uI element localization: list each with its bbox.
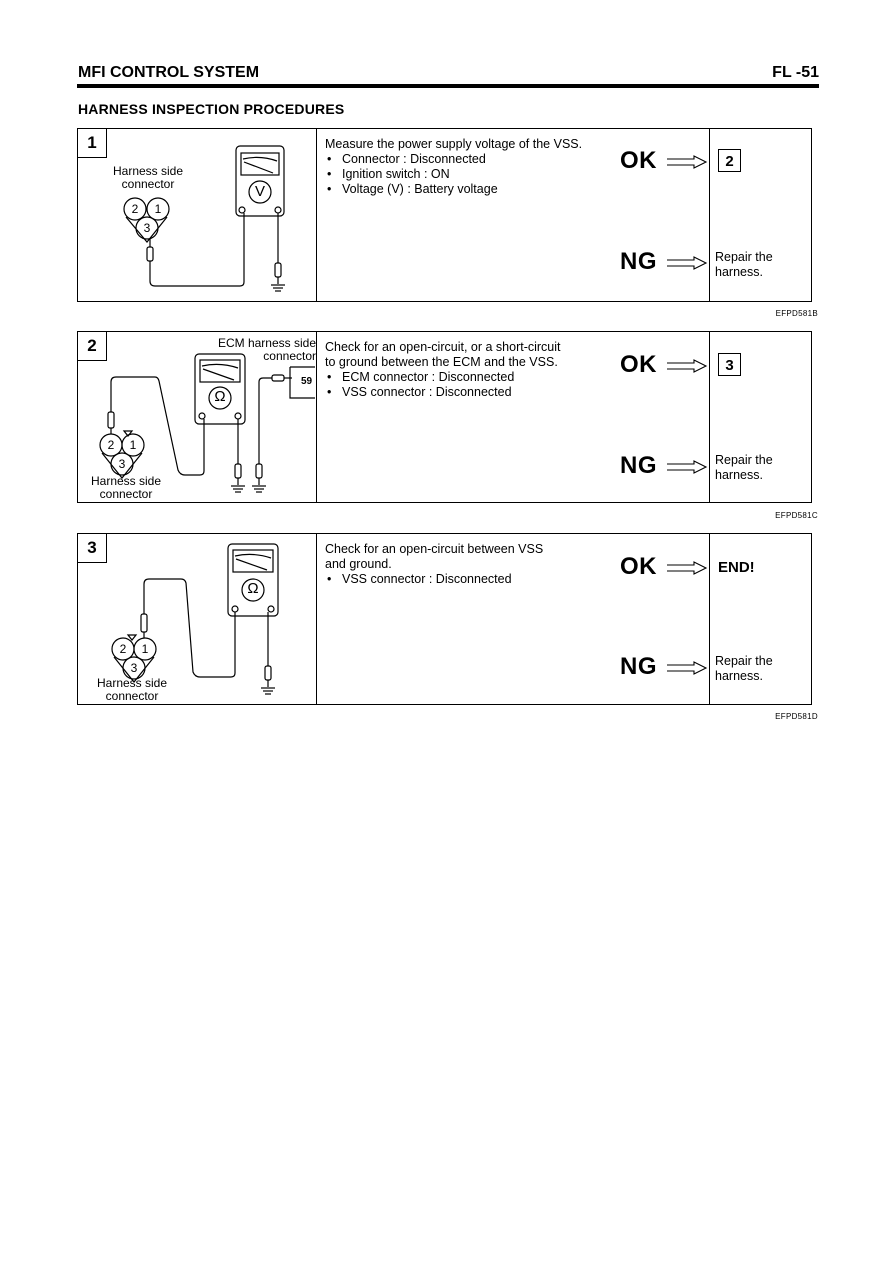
ng-label: NG [620,452,657,479]
step-3-instruction: Check for an open-circuit between VSS an… [325,542,544,571]
ng-arrow-icon [667,460,708,474]
ng-arrow-icon [667,256,708,270]
harness-side-connector-label: Harness side connector [96,676,168,703]
step-3-number: 3 [78,534,107,563]
step-1-diagram: 1 Harness side connector V 2 1 3 [78,129,317,301]
condition-item: ECM connector : Disconnected [325,370,625,385]
condition-item: VSS connector : Disconnected [325,572,625,587]
figure-code: EFPD581B [775,309,818,318]
ecm-pin-59: 59 [301,376,313,387]
connector-pin-2: 2 [119,642,127,656]
ng-label: NG [620,248,657,275]
step-1-box: 1 Harness side connector V 2 1 3 Measure… [77,128,812,302]
ok-label: OK [620,351,657,378]
connector-pin-1: 1 [154,202,162,216]
step-3-box: 3 Ω 2 1 3 Harness side connector Check f… [77,533,812,705]
ng-arrow-icon [667,661,708,675]
step-3-description: Check for an open-circuit between VSS an… [325,542,625,587]
section-title: MFI CONTROL SYSTEM [78,64,260,81]
ok-label: OK [620,553,657,580]
harness-side-connector-label: Harness side connector [112,164,184,191]
condition-item: Connector : Disconnected [325,152,625,167]
step-1-number: 1 [78,129,107,158]
result-divider [709,129,710,301]
step-2-number: 2 [78,332,107,361]
step-2-diagram: 2 ECM harness side connector 59 Ω 2 1 3 … [78,332,317,502]
step-1-description: Measure the power supply voltage of the … [325,137,625,197]
figure-code: EFPD581C [775,511,818,520]
result-divider [709,332,710,502]
repair-harness-text: Repair the harness. [715,654,773,683]
next-step-box: 3 [718,353,741,376]
ng-label: NG [620,653,657,680]
ok-arrow-icon [667,561,708,575]
step-1-instruction: Measure the power supply voltage of the … [325,137,583,151]
step-1-wiring-illustration [123,145,285,292]
connector-pin-3: 3 [143,221,151,235]
step-2-box: 2 ECM harness side connector 59 Ω 2 1 3 … [77,331,812,503]
condition-item: Ignition switch : ON [325,167,625,182]
connector-pin-2: 2 [131,202,139,216]
repair-harness-text: Repair the harness. [715,453,773,482]
page-subtitle: HARNESS INSPECTION PROCEDURES [78,101,345,117]
harness-side-connector-label: Harness side connector [90,474,162,501]
step-2-instruction: Check for an open-circuit, or a short-ci… [325,340,561,369]
step-2-conditions: ECM connector : Disconnected VSS connect… [325,370,625,400]
connector-pin-1: 1 [141,642,149,656]
step-3-conditions: VSS connector : Disconnected [325,572,625,587]
connector-pin-1: 1 [129,438,137,452]
step-3-wiring-illustration [111,543,279,695]
ok-label: OK [620,147,657,174]
connector-pin-2: 2 [107,438,115,452]
condition-item: Voltage (V) : Battery voltage [325,182,625,197]
voltmeter-symbol: V [254,183,265,200]
connector-pin-3: 3 [130,661,138,675]
condition-item: VSS connector : Disconnected [325,385,625,400]
connector-pin-3: 3 [118,457,126,471]
figure-code: EFPD581D [775,712,818,721]
voltmeter-symbol: Ω [214,388,226,405]
next-step-box: 2 [718,149,741,172]
result-divider [709,534,710,704]
step-3-diagram: 3 Ω 2 1 3 Harness side connector [78,534,317,704]
ok-arrow-icon [667,359,708,373]
end-label: END! [718,559,755,576]
header-rule [77,84,819,88]
ecm-connector-label: ECM harness side connector [217,336,316,363]
ok-arrow-icon [667,155,708,169]
step-2-description: Check for an open-circuit, or a short-ci… [325,340,625,400]
step-2-wiring-illustration [99,353,315,493]
repair-harness-text: Repair the harness. [715,250,773,279]
step-1-conditions: Connector : Disconnected Ignition switch… [325,152,625,197]
voltmeter-symbol: Ω [247,580,259,597]
page-number: FL -51 [772,64,819,81]
